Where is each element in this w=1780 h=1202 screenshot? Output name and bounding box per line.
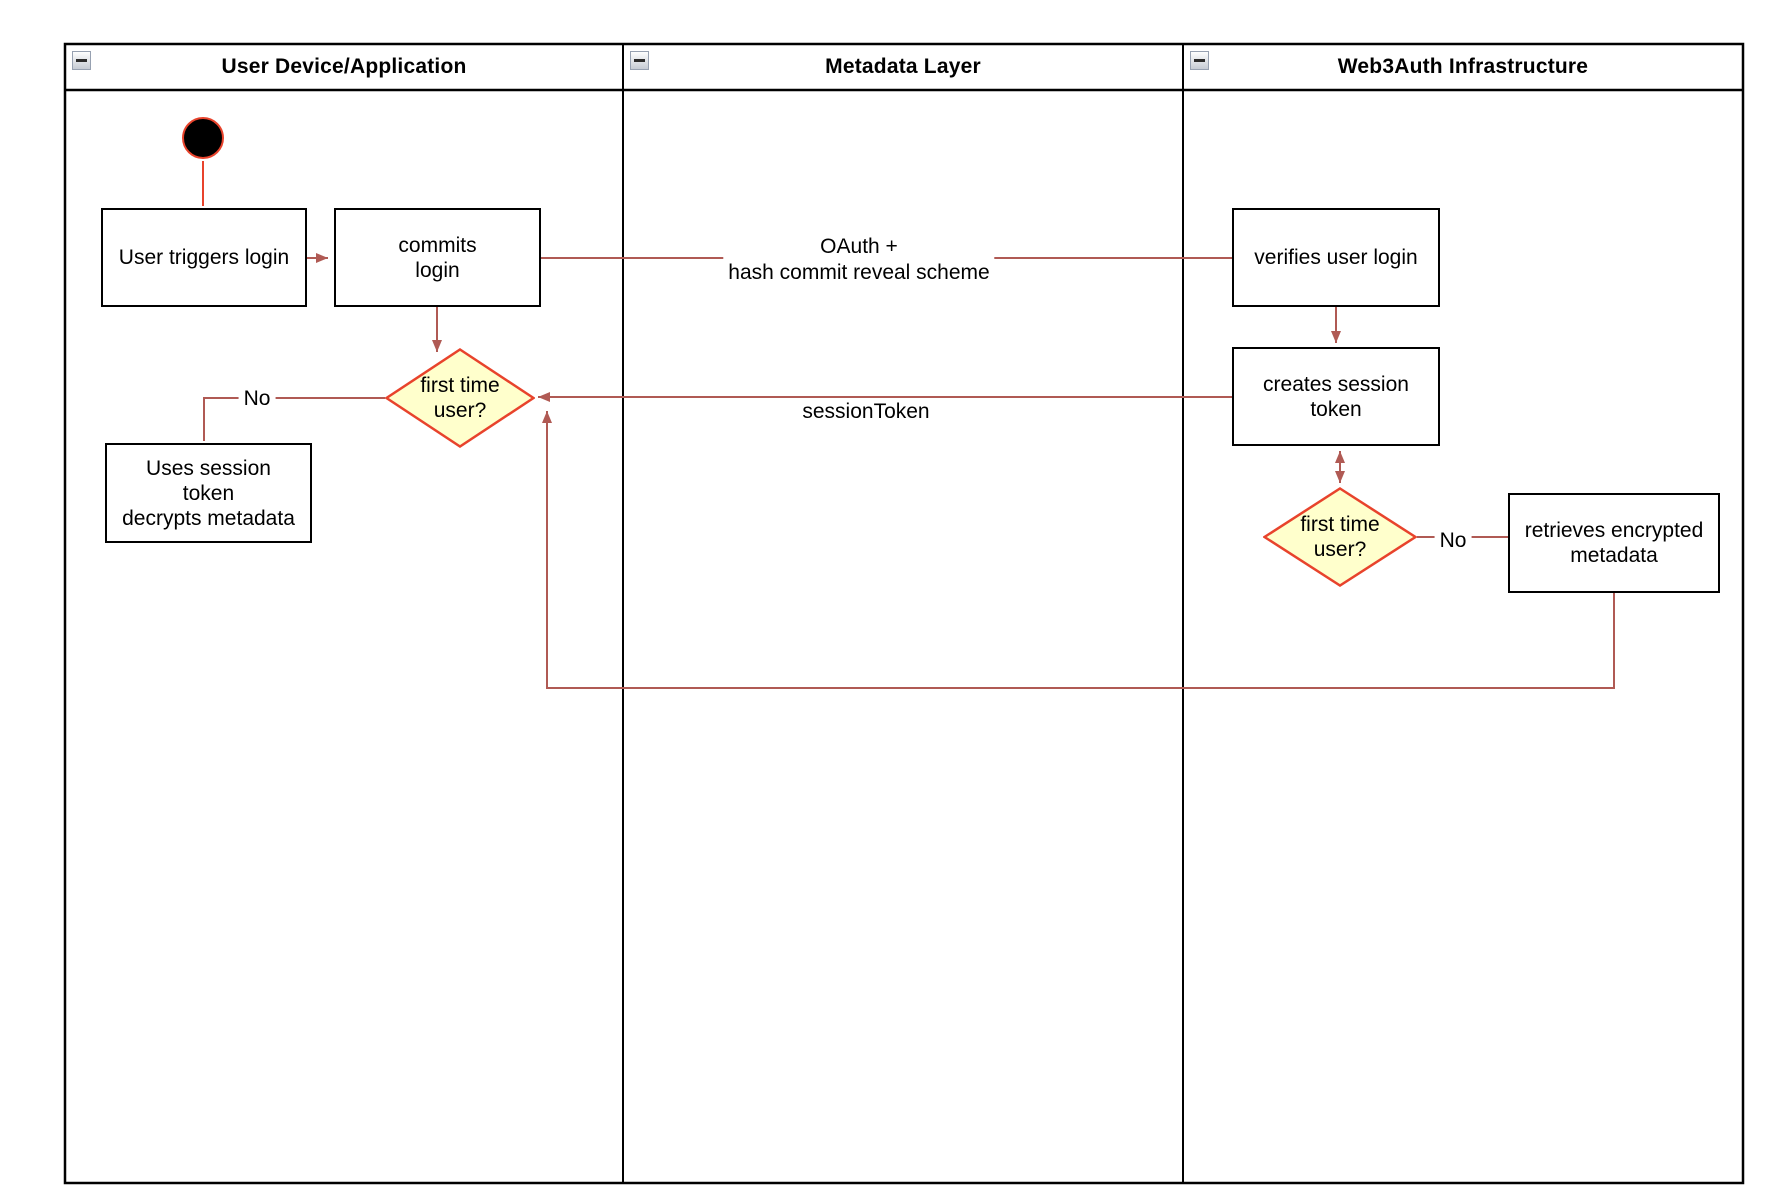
minus-icon (634, 59, 645, 62)
node-user-triggers-login[interactable]: User triggers login (101, 208, 307, 307)
node-label: commits login (398, 233, 477, 282)
lane-title: User Device/Application (221, 55, 467, 78)
diamond-shape[interactable] (1263, 487, 1417, 587)
edge-label-session-token[interactable]: sessionToken (797, 398, 935, 426)
lane-title: Metadata Layer (825, 55, 981, 78)
edge-feedback-loop[interactable] (542, 411, 1615, 689)
edge-label-oauth[interactable]: OAuth + hash commit reveal scheme (723, 233, 995, 287)
swimlane-pool-frame[interactable] (63, 42, 1745, 1185)
node-verifies-user-login[interactable]: verifies user login (1232, 208, 1440, 307)
lane-header-metadata-layer[interactable]: Metadata Layer (623, 46, 1183, 88)
node-label: verifies user login (1254, 246, 1418, 269)
collapse-lane-icon[interactable] (72, 51, 91, 70)
lane-header-user-device[interactable]: User Device/Application (65, 46, 623, 88)
node-retrieves-encrypted-metadata[interactable]: retrieves encrypted metadata (1508, 493, 1720, 593)
edge-no-left[interactable] (203, 397, 385, 441)
node-label: first time user? (420, 374, 500, 422)
minus-icon (1194, 59, 1205, 62)
node-label: User triggers login (118, 246, 290, 269)
collapse-lane-icon[interactable] (630, 51, 649, 70)
lane-header-web3auth[interactable]: Web3Auth Infrastructure (1183, 46, 1743, 88)
node-uses-session-token[interactable]: Uses session token decrypts metadata (105, 443, 312, 543)
edge-label-no-right[interactable]: No (1434, 527, 1472, 555)
edge-label-no-left[interactable]: No (238, 385, 276, 413)
node-commits-login[interactable]: commits login (334, 208, 541, 307)
minus-icon (76, 59, 87, 62)
node-label: creates session token (1263, 372, 1409, 421)
node-decision-first-time-user-left[interactable]: first time user? (385, 348, 535, 448)
node-decision-first-time-user-right[interactable]: first time user? (1263, 487, 1417, 587)
lane-title: Web3Auth Infrastructure (1337, 55, 1589, 78)
node-creates-session-token[interactable]: creates session token (1232, 347, 1440, 446)
node-label: retrieves encrypted metadata (1524, 519, 1704, 567)
collapse-lane-icon[interactable] (1190, 51, 1209, 70)
initial-state-node[interactable] (182, 117, 224, 159)
diamond-shape[interactable] (385, 348, 535, 448)
node-label: first time user? (1300, 513, 1380, 561)
node-label: Uses session token decrypts metadata (122, 456, 295, 530)
